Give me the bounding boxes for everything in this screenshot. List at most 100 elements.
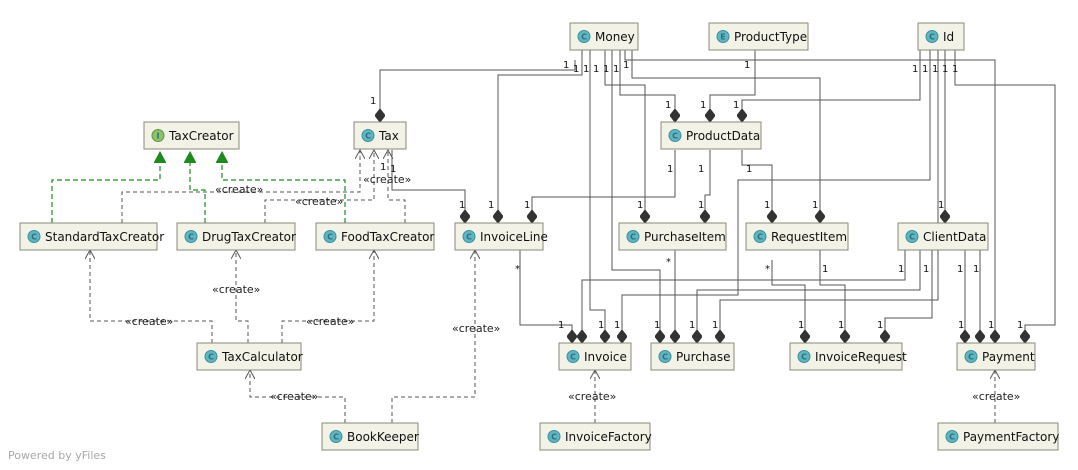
node-id[interactable]: C Id: [917, 22, 965, 51]
class-kind: E: [720, 33, 725, 42]
edge-invoice-has-invoiceline: [519, 250, 572, 343]
class-icon: [462, 230, 476, 243]
node-tax[interactable]: C Tax: [353, 121, 407, 150]
multiplicity-labels: 1 1 1 1 1 1 * 1 1 1 1 1 1 1 1 1 1 1 1 1 …: [370, 60, 1023, 331]
class-kind: C: [570, 353, 576, 362]
multiplicity: 1: [390, 164, 396, 175]
class-icon: [658, 350, 672, 363]
edge-purchase-has-money: [611, 50, 660, 343]
multiplicity: 1: [898, 264, 904, 275]
class-kind: C: [909, 233, 915, 242]
class-name: PaymentFactory: [963, 430, 1059, 444]
edge-productdata-has-id: [742, 50, 921, 122]
multiplicity: 1: [698, 164, 704, 175]
class-name: InvoiceRequest: [815, 350, 907, 364]
multiplicity: 1: [603, 64, 609, 75]
edges: [51, 50, 1056, 423]
node-taxcreator[interactable]: I TaxCreator: [143, 121, 240, 150]
multiplicity: 1: [380, 162, 386, 173]
multiplicity: 1: [746, 164, 752, 175]
class-icon: [905, 230, 919, 243]
node-productdata[interactable]: C ProductData: [660, 121, 762, 150]
multiplicity: 1: [665, 100, 671, 111]
edge-drug-creates-tax: [264, 150, 374, 223]
class-name: Purchase: [676, 350, 731, 364]
class-kind: C: [208, 353, 214, 362]
multiplicity: 1: [558, 320, 564, 331]
multiplicity: 1: [988, 320, 994, 331]
node-drugtaxcreator[interactable]: C DrugTaxCreator: [176, 222, 296, 251]
node-purchase[interactable]: C Purchase: [650, 342, 735, 371]
multiplicity: 1: [583, 64, 589, 75]
create-label: «create»: [212, 283, 260, 296]
multiplicity: 1: [942, 64, 948, 75]
multiplicity: 1: [822, 264, 828, 275]
multiplicity: 1: [637, 200, 643, 211]
node-taxcalculator[interactable]: C TaxCalculator: [196, 342, 303, 371]
multiplicity: 1: [613, 64, 619, 75]
create-label: «create»: [972, 390, 1020, 403]
node-clientdata[interactable]: C ClientData: [897, 222, 989, 251]
node-invoice[interactable]: C Invoice: [558, 342, 632, 371]
class-name: Invoice: [584, 350, 627, 364]
edge-payment-has-money: [624, 50, 995, 343]
class-icon: [925, 30, 939, 43]
create-label: «create»: [295, 195, 343, 208]
node-producttype[interactable]: E ProductType: [708, 22, 809, 51]
multiplicity: 1: [654, 320, 660, 331]
edge-purchaseitem-has-productdata: [705, 150, 711, 223]
class-kind: C: [365, 132, 371, 141]
class-name: ProductType: [734, 30, 807, 44]
create-label: «create»: [452, 322, 500, 335]
edge-food-implements-taxcreator: [222, 152, 346, 223]
enum-icon: [716, 30, 730, 43]
edge-standard-implements-taxcreator: [51, 152, 160, 223]
edge-invoicerequest-has-clientdata: [885, 250, 933, 343]
edge-bookkeeper-creates-taxcalc: [250, 370, 346, 423]
multiplicity: 1: [938, 200, 944, 211]
edge-productdata-has-money: [619, 50, 675, 122]
edge-drug-implements-taxcreator: [190, 152, 206, 223]
edge-purchaseitem-has-money: [604, 50, 645, 223]
edge-invoiceline-has-tax: [391, 150, 465, 223]
node-foodtaxcreator[interactable]: C FoodTaxCreator: [315, 222, 435, 251]
node-bookkeeper[interactable]: C BookKeeper: [321, 422, 419, 451]
node-paymentfactory[interactable]: C PaymentFactory: [937, 422, 1059, 451]
multiplicity: 1: [973, 264, 979, 275]
edge-productdata-has-producttype: [710, 50, 756, 122]
edge-payment-has-id: [954, 50, 1056, 343]
class-name: InvoiceFactory: [565, 430, 652, 444]
class-kind: C: [333, 433, 339, 442]
node-money[interactable]: C Money: [569, 22, 639, 51]
node-invoiceline[interactable]: C InvoiceLine: [454, 222, 548, 251]
multiplicity: 1: [667, 164, 673, 175]
node-payment[interactable]: C Payment: [956, 342, 1036, 371]
create-label: «create»: [568, 390, 616, 403]
edge-requestitem-has-productdata: [741, 150, 772, 223]
node-invoicerequest[interactable]: C InvoiceRequest: [789, 342, 907, 371]
class-name: TaxCreator: [168, 129, 234, 143]
multiplicity: 1: [689, 320, 695, 331]
edge-purchase-has-id: [720, 50, 939, 343]
class-kind: C: [466, 233, 472, 242]
class-kind: C: [929, 33, 935, 42]
edge-taxcalc-creates-standard: [90, 250, 213, 343]
class-name: Payment: [982, 350, 1035, 364]
class-icon: [626, 230, 640, 243]
class-name: InvoiceLine: [480, 230, 548, 244]
node-purchaseitem[interactable]: C PurchaseItem: [618, 222, 727, 251]
node-invoicefactory[interactable]: C InvoiceFactory: [539, 422, 652, 451]
class-icon: [668, 129, 682, 142]
edge-taxcalc-creates-food: [281, 250, 374, 343]
multiplicity: 1: [712, 320, 718, 331]
node-standardtaxcreator[interactable]: C StandardTaxCreator: [19, 222, 164, 251]
class-name: Id: [943, 30, 954, 44]
class-name: RequestItem: [771, 230, 847, 244]
class-kind: C: [31, 233, 37, 242]
class-name: Tax: [378, 129, 399, 143]
class-kind: C: [968, 353, 974, 362]
node-requestitem[interactable]: C RequestItem: [745, 222, 849, 251]
class-kind: I: [157, 132, 160, 141]
multiplicity: *: [666, 257, 671, 268]
